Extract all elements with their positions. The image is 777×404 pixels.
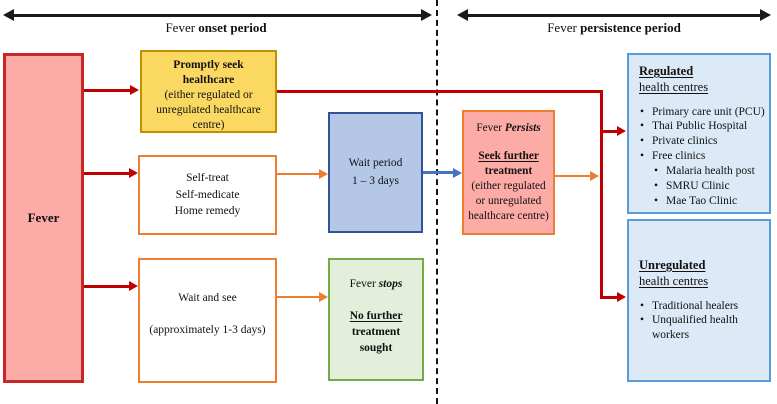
fever-stops-lead: Fever (349, 278, 379, 290)
fever-stops-line: Fever stops (336, 276, 416, 292)
arrow-right-icon (421, 9, 432, 21)
wait-and-see-box: Wait and see (approximately 1-3 days) (138, 258, 277, 383)
fever-persists-box: Fever Persists Seek further treatment (e… (462, 110, 555, 235)
unregulated-title2: health centres (639, 274, 709, 289)
persistence-label-bold: persistence period (580, 20, 681, 35)
arrowhead-icon (129, 168, 138, 178)
promptly-subtitle: (either regulated or unregulated healthc… (156, 88, 261, 131)
fever-persists-line: Fever Persists (467, 121, 550, 136)
list-subitem: Malaria health post (653, 164, 765, 179)
arrow-right-icon (760, 9, 771, 21)
connector-trunk-to-unregulated (603, 296, 617, 299)
list-subitem: Mae Tao Clinic (653, 194, 765, 209)
connector-selftreat-to-waitperiod (277, 173, 319, 175)
wait-period-line1: Wait period (348, 157, 403, 170)
no-further-treatment-text: No further treatment sought (336, 308, 416, 356)
connector-fever-to-waitsee (84, 285, 129, 288)
arrowhead-icon (130, 85, 139, 95)
fever-stops-box: Fever stops No further treatment sought (328, 258, 424, 381)
home-remedy-line: Home remedy (174, 205, 241, 218)
regulated-health-centres-box: Regulated health centres Primary care un… (627, 53, 771, 214)
fever-label: Fever (27, 210, 60, 225)
no-further-underlined: No further (349, 310, 403, 323)
self-treat-box: Self-treat Self-medicate Home remedy (138, 155, 277, 235)
regulated-title: Regulated (639, 64, 694, 78)
arrow-left-icon (3, 9, 14, 21)
promptly-title: Promptly seek healthcare (173, 59, 244, 86)
promptly-seek-healthcare-box: Promptly seek healthcare (either regulat… (140, 50, 277, 133)
persistence-timeline-line (466, 14, 762, 17)
onset-label-normal: Fever (165, 20, 199, 35)
list-subitem: SMRU Clinic (653, 179, 765, 194)
list-item: Thai Public Hospital (639, 119, 765, 134)
fever-persists-lead: Fever (476, 122, 505, 134)
connector-trunk-vertical (600, 90, 603, 299)
seek-further-underlined: Seek further (478, 149, 539, 162)
unregulated-health-centres-box: Unregulated health centres Traditional h… (627, 219, 771, 382)
fever-stops-em: stops (378, 278, 403, 290)
arrowhead-icon (319, 292, 328, 302)
period-divider-dashed-line (436, 0, 438, 404)
connector-waitsee-to-feverstops (277, 296, 319, 298)
arrowhead-icon (129, 281, 138, 291)
arrow-left-icon (457, 9, 468, 21)
arrowhead-icon (617, 292, 626, 302)
connector-fever-to-selftreat (84, 172, 129, 175)
arrowhead-icon (617, 126, 626, 136)
list-item: Unqualified health workers (639, 313, 765, 343)
connector-trunk-to-regulated (603, 130, 617, 133)
connector-fever-to-promptly (84, 89, 130, 92)
self-treat-line: Self-treat (186, 171, 229, 184)
self-medicate-line: Self-medicate (175, 188, 240, 201)
wait-period-box: Wait period 1 – 3 days (328, 112, 423, 233)
wait-period-line2: 1 – 3 days (352, 174, 399, 187)
list-item: Traditional healers (639, 299, 765, 314)
list-item: Free clinics (639, 149, 765, 164)
list-item: Private clinics (639, 134, 765, 149)
arrowhead-icon (590, 171, 599, 181)
connector-persists-to-trunk (555, 175, 590, 177)
list-item: Primary care unit (PCU) (639, 105, 765, 120)
fever-persists-em: Persists (504, 122, 541, 134)
seek-further-treatment-text: Seek further treatment (467, 149, 550, 179)
fever-persists-subtitle: (either regulated or unregulated healthc… (468, 179, 549, 222)
unregulated-title: Unregulated (639, 258, 706, 272)
arrowhead-icon (319, 169, 328, 179)
regulated-title2: health centres (639, 80, 709, 95)
fever-box: Fever (3, 53, 84, 383)
onset-period-label: Fever onset period (10, 20, 422, 36)
onset-timeline-line (10, 14, 422, 17)
wait-and-see-line1: Wait and see (178, 292, 237, 304)
seek-further-rest: treatment (484, 164, 533, 177)
connector-waitperiod-to-persists (423, 171, 453, 174)
persistence-period-label: Fever persistence period (466, 20, 762, 36)
arrowhead-icon (453, 168, 462, 178)
onset-label-bold: onset period (198, 20, 267, 35)
no-further-rest: treatment sought (351, 326, 401, 355)
wait-and-see-line2: (approximately 1-3 days) (149, 324, 266, 336)
connector-promptly-horizontal (277, 90, 603, 93)
persistence-label-normal: Fever (547, 20, 581, 35)
